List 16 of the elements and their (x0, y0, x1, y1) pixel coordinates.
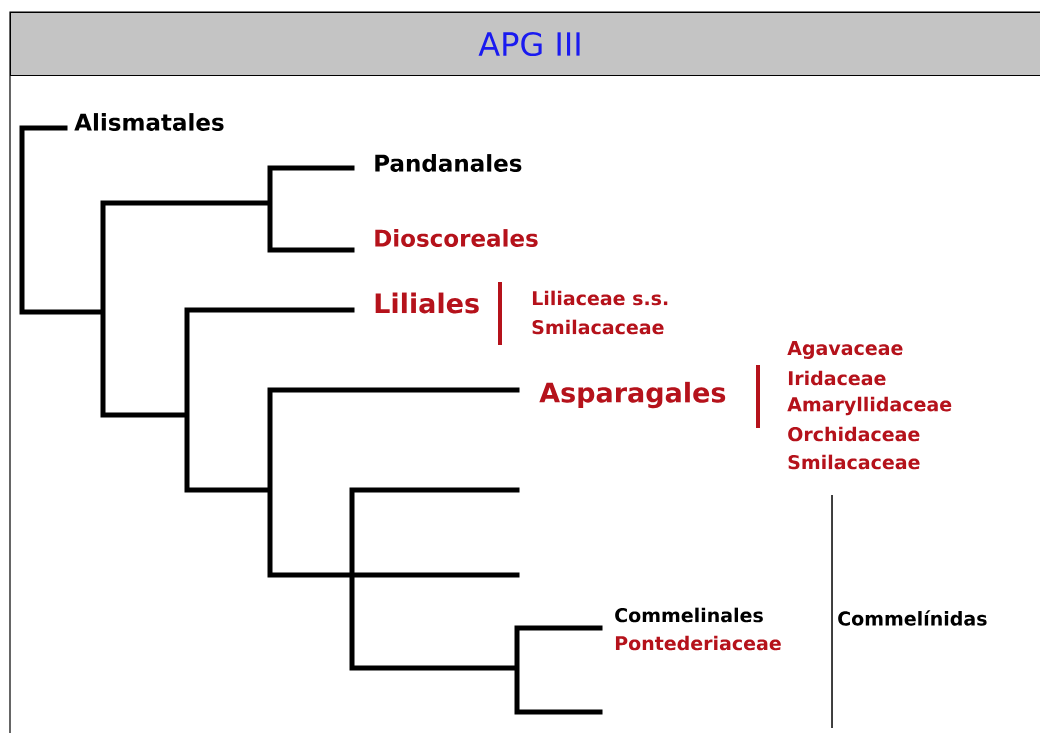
taxon-label: Liliales (375, 292, 479, 314)
taxon-label: Dioscoreales (375, 229, 538, 247)
taxon-label: Commelínidas (838, 610, 987, 626)
taxon-label: Alismatales (74, 113, 224, 131)
taxon-label: Liliaceae s.s. (532, 290, 668, 306)
title-band: APG III (10, 12, 1040, 76)
taxon-label: Asparagales (539, 381, 726, 409)
taxon-label: Pandanales (375, 154, 522, 172)
taxon-label: Agavaceae (787, 341, 903, 359)
taxon-label: Orchidaceae (788, 426, 920, 442)
taxon-label: Amaryllidaceae (787, 396, 952, 416)
taxon-label: Smilacaceae (532, 319, 664, 335)
taxon-label: Iridaceae (788, 370, 886, 386)
taxon-label: Smilacaceae (788, 454, 920, 470)
taxon-label: Pontederiaceae (615, 635, 781, 651)
taxon-label: Commelinales (615, 607, 763, 623)
